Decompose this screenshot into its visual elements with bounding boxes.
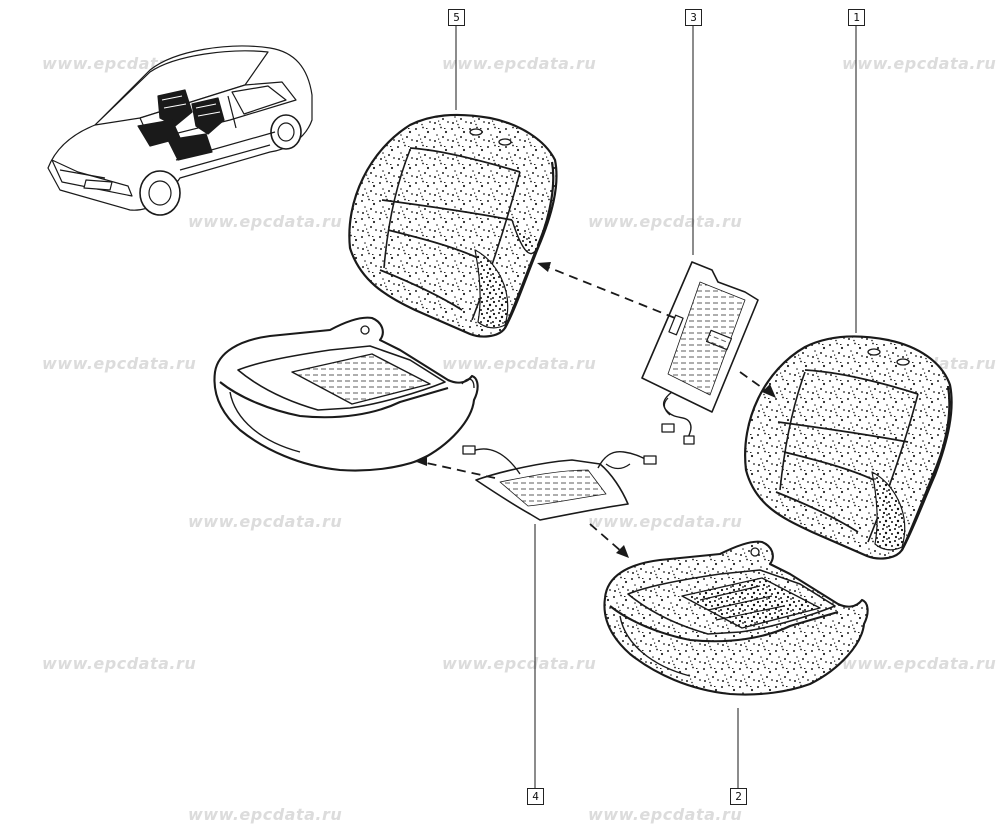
watermark: www.epcdata.ru xyxy=(588,805,743,824)
callout-2: 2 xyxy=(730,788,747,805)
seat-back-cover-part-5 xyxy=(348,113,558,338)
watermark: www.epcdata.ru xyxy=(588,512,743,531)
watermark: www.epcdata.ru xyxy=(842,54,997,73)
watermark: www.epcdata.ru xyxy=(442,354,597,373)
seat-cushion-foam xyxy=(213,316,479,472)
cushion-heating-element-part-4 xyxy=(462,445,657,521)
watermark: www.epcdata.ru xyxy=(188,212,343,231)
callout-1: 1 xyxy=(848,9,865,26)
watermark: www.epcdata.ru xyxy=(188,512,343,531)
assembly-arrows xyxy=(421,265,769,553)
arrow-heads xyxy=(414,262,776,558)
seat-back-cover-part-1 xyxy=(744,335,953,560)
seat-cushion-cover-part-2 xyxy=(603,540,869,696)
watermark: www.epcdata.ru xyxy=(188,805,343,824)
watermark: www.epcdata.ru xyxy=(442,654,597,673)
car-thumbnail xyxy=(47,45,313,216)
watermark: www.epcdata.ru xyxy=(42,654,197,673)
callout-4: 4 xyxy=(527,788,544,805)
callout-3: 3 xyxy=(685,9,702,26)
watermark: www.epcdata.ru xyxy=(442,54,597,73)
watermark: www.epcdata.ru xyxy=(842,654,997,673)
back-heating-element-part-3 xyxy=(641,261,759,445)
watermark: www.epcdata.ru xyxy=(588,212,743,231)
callout-5: 5 xyxy=(448,9,465,26)
watermark: www.epcdata.ru xyxy=(42,354,197,373)
callout-leaders xyxy=(455,25,857,788)
